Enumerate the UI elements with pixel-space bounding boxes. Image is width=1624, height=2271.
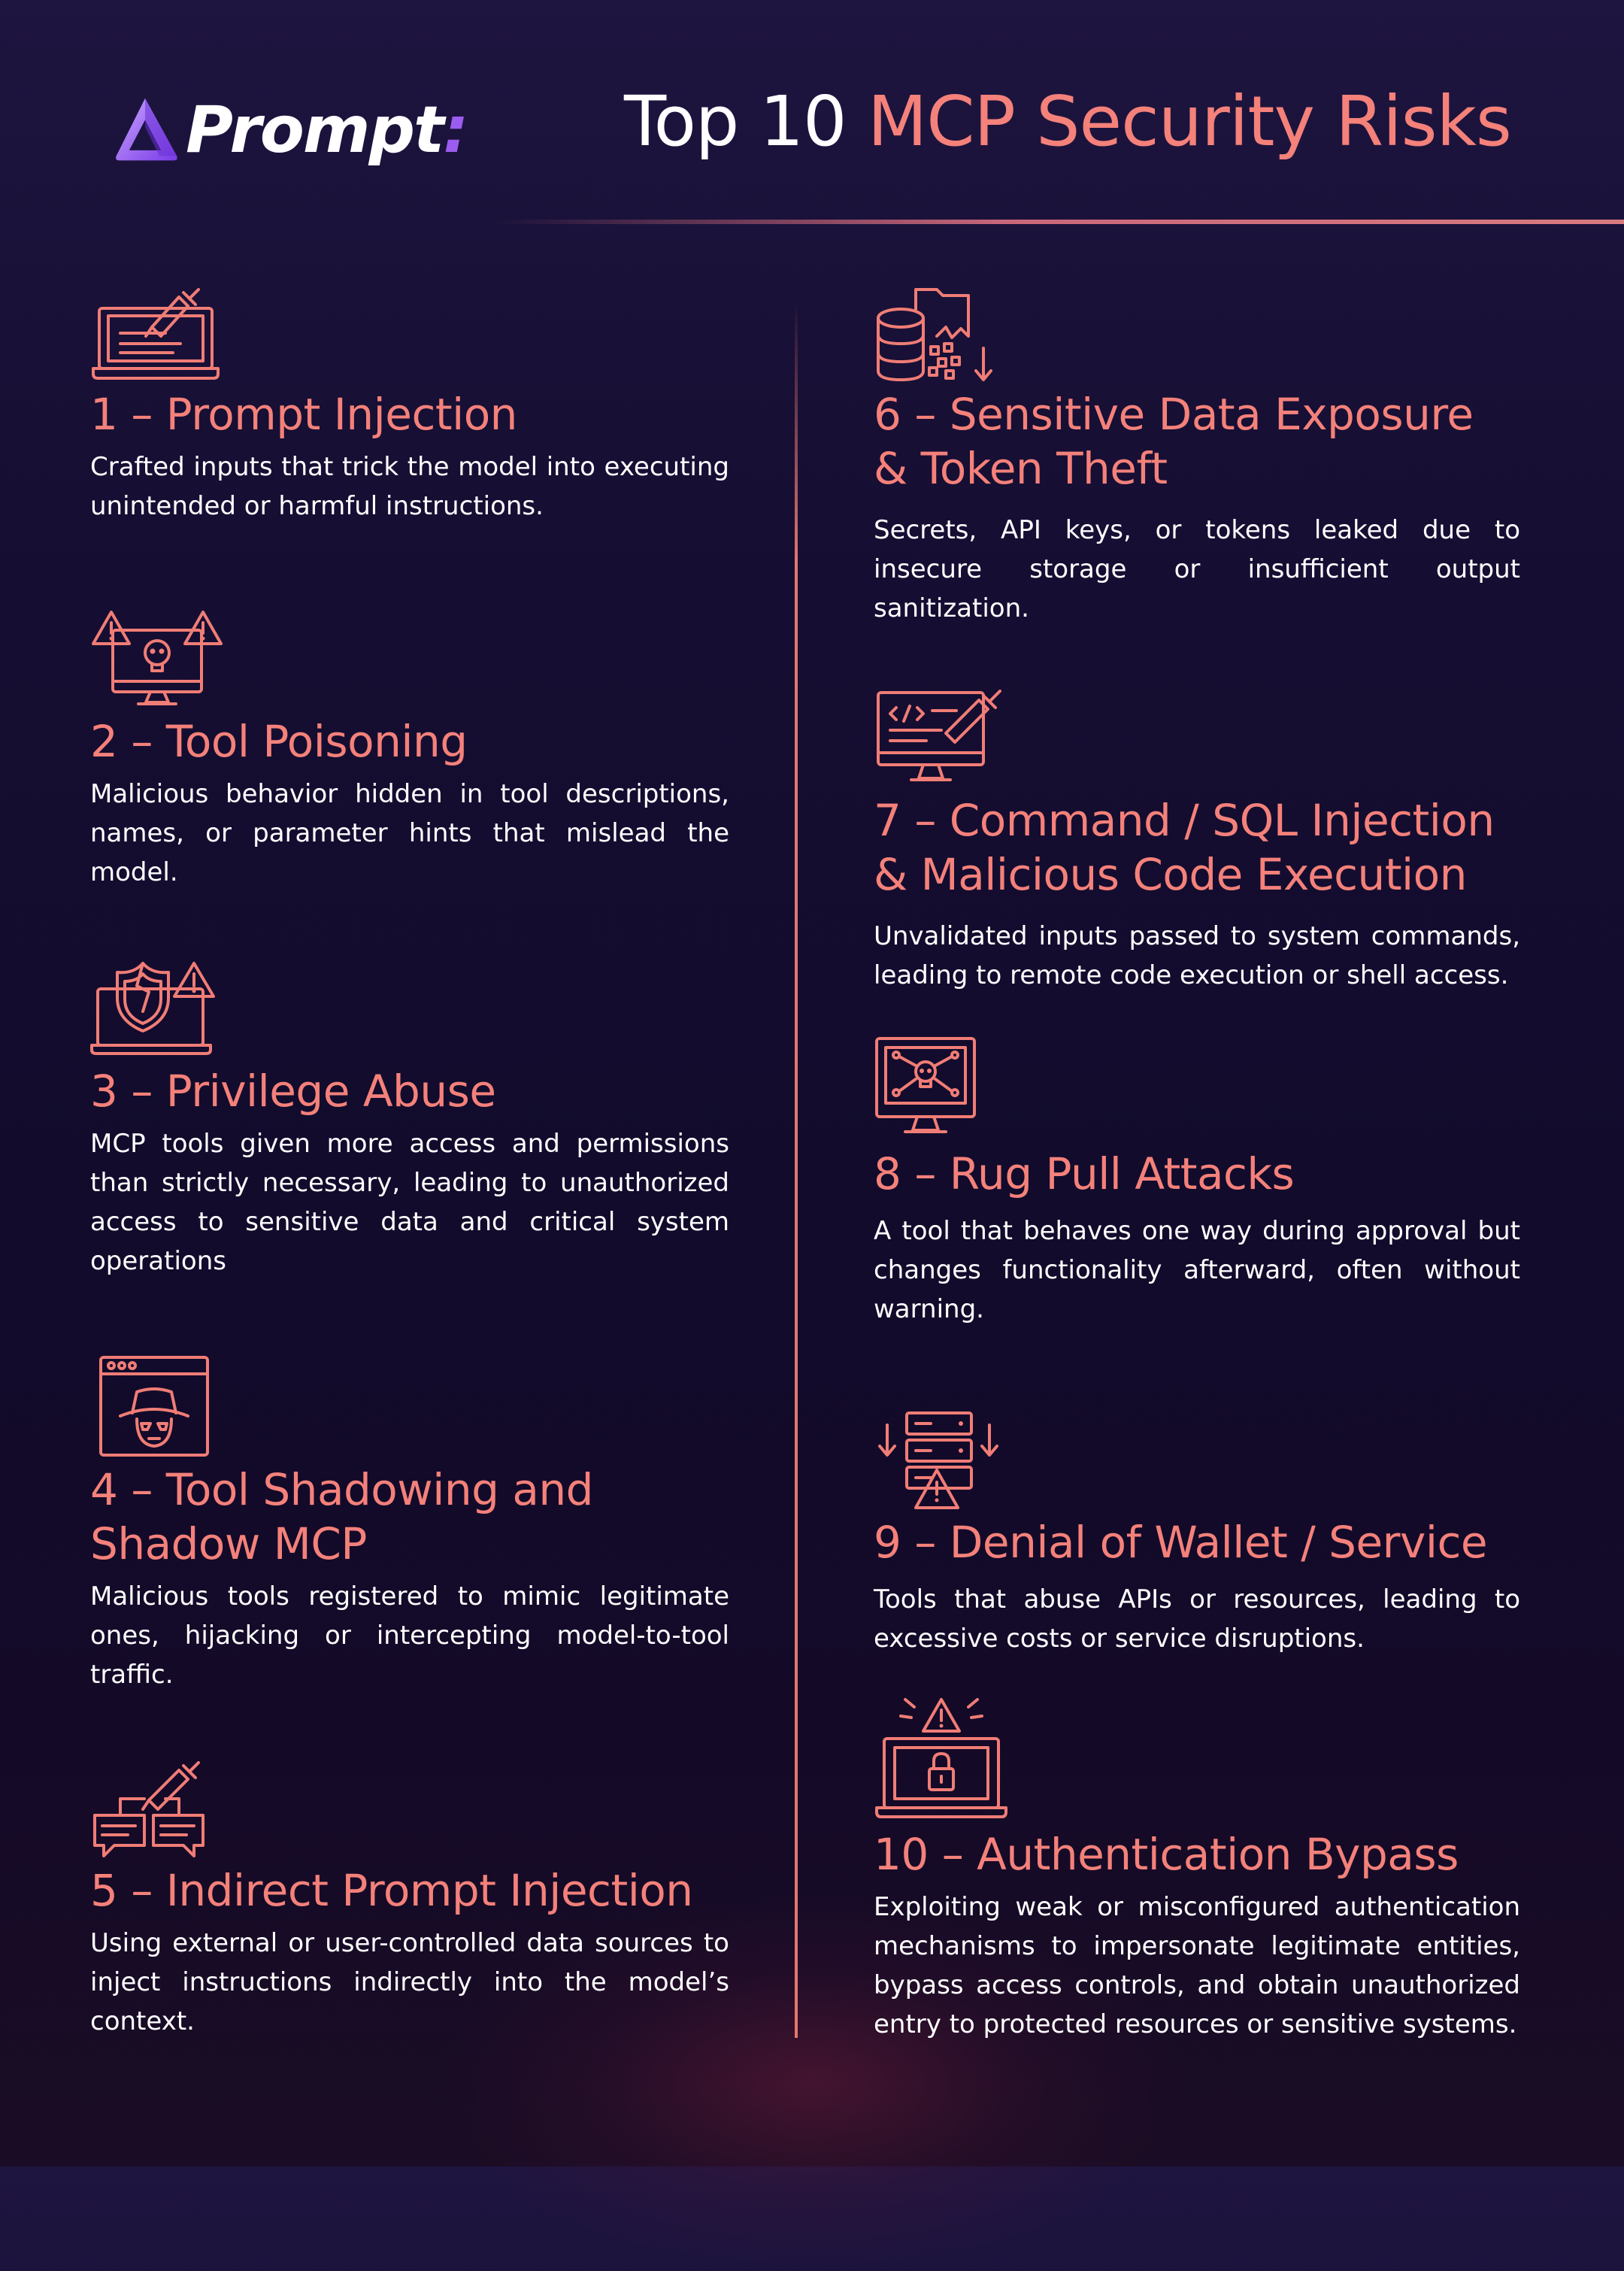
risk-item-9: 9 – Denial of Wallet / Service Tools tha… <box>874 1402 1520 1658</box>
risk-description: Tools that abuse APIs or resources, lead… <box>874 1584 1520 1654</box>
risk-description: Using external or user-controlled data s… <box>90 1928 729 2036</box>
monitor-skull-network-icon <box>874 1034 1009 1147</box>
risk-item-4: 4 – Tool Shadowing and Shadow MCP Malici… <box>90 1350 729 1694</box>
risk-description: Malicious tools registered to mimic legi… <box>90 1581 729 1690</box>
title-accent: MCP Security Risks <box>867 81 1512 162</box>
risk-item-1: 1 – Prompt Injection Crafted inputs that… <box>90 274 729 526</box>
monitor-skull-warning-icon <box>90 602 226 714</box>
risk-description: Secrets, API keys, or tokens leaked due … <box>874 515 1520 623</box>
laptop-syringe-icon <box>90 274 226 387</box>
brand-colon: : <box>443 92 469 168</box>
risk-item-6: 6 – Sensitive Data Exposure & Token Thef… <box>874 274 1520 628</box>
risk-title: 5 – Indirect Prompt Injection <box>90 1865 693 1916</box>
brand-logo: Prompt: <box>109 89 469 171</box>
risk-description: Crafted inputs that trick the model into… <box>90 452 729 521</box>
header-divider <box>496 220 1624 224</box>
risk-item-5: 5 – Indirect Prompt Injection Using exte… <box>90 1751 729 2041</box>
risk-description: MCP tools given more access and permissi… <box>90 1129 729 1276</box>
risk-description: Unvalidated inputs passed to system comm… <box>874 921 1520 990</box>
risk-description: Malicious behavior hidden in tool descri… <box>90 779 729 887</box>
column-divider <box>795 301 798 2038</box>
laptop-broken-shield-icon <box>90 951 226 1064</box>
risk-item-10: 10 – Authentication Bypass Exploiting we… <box>874 1692 1520 2044</box>
prompt-logo-icon <box>116 98 177 161</box>
risk-title: 6 – Sensitive Data Exposure & Token Thef… <box>874 389 1474 494</box>
risk-title: 7 – Command / SQL Injection & Malicious … <box>874 795 1495 900</box>
browser-hacker-icon <box>90 1350 226 1463</box>
risk-title: 2 – Tool Poisoning <box>90 716 468 767</box>
database-leak-icon <box>874 274 1009 387</box>
risk-item-8: 8 – Rug Pull Attacks A tool that behaves… <box>874 1034 1520 1329</box>
chat-syringe-icon <box>90 1751 226 1863</box>
risk-title: 9 – Denial of Wallet / Service <box>874 1517 1488 1568</box>
risk-title: 1 – Prompt Injection <box>90 389 517 440</box>
laptop-lock-alert-icon <box>874 1692 1009 1827</box>
risk-description: Exploiting weak or misconfigured authent… <box>874 1892 1520 2039</box>
risk-item-7: 7 – Command / SQL Injection & Malicious … <box>874 681 1520 995</box>
title-prefix: Top 10 <box>624 81 868 162</box>
risk-description: A tool that behaves one way during appro… <box>874 1216 1520 1324</box>
header: Prompt: Top 10 MCP Security Risks <box>0 0 1624 226</box>
risk-title: 10 – Authentication Bypass <box>874 1829 1459 1880</box>
brand-name: Prompt <box>186 92 444 168</box>
risk-title: 3 – Privilege Abuse <box>90 1066 496 1117</box>
server-warning-icon <box>874 1402 1009 1515</box>
risk-item-3: 3 – Privilege Abuse MCP tools given more… <box>90 951 729 1281</box>
risk-title: 8 – Rug Pull Attacks <box>874 1148 1295 1199</box>
code-monitor-syringe-icon <box>874 681 1009 793</box>
page-title: Top 10 MCP Security Risks <box>624 81 1512 162</box>
risk-item-2: 2 – Tool Poisoning Malicious behavior hi… <box>90 602 729 892</box>
risk-title: 4 – Tool Shadowing and Shadow MCP <box>90 1464 593 1569</box>
